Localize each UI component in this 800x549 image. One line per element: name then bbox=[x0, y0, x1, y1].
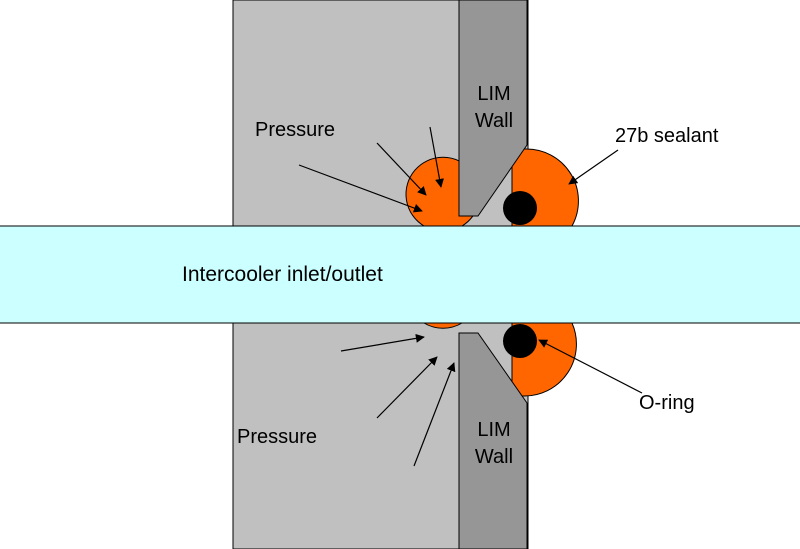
pressure-label-top: Pressure bbox=[255, 119, 335, 141]
lim-wall-bottom-label-line1: LIM bbox=[477, 419, 510, 441]
lim-wall-top-label-line2: Wall bbox=[475, 110, 513, 132]
pipe-label: Intercooler inlet/outlet bbox=[182, 263, 383, 286]
sealant-arrow bbox=[568, 149, 619, 185]
pressure-arrows-top bbox=[298, 126, 444, 213]
lim-wall-top-label-line1: LIM bbox=[477, 83, 510, 105]
oring-top bbox=[503, 191, 537, 225]
oring-bottom bbox=[503, 324, 537, 358]
pressure-label-bottom: Pressure bbox=[237, 426, 317, 448]
pressure-arrows-bottom bbox=[340, 333, 456, 467]
lim-wall-bottom-label-line2: Wall bbox=[475, 446, 513, 468]
oring-label: O-ring bbox=[639, 392, 695, 414]
intercooler-pipe bbox=[0, 225, 800, 324]
oring-arrow bbox=[538, 339, 643, 394]
lim-wall-bottom bbox=[458, 332, 528, 549]
lim-wall-top bbox=[458, 0, 528, 217]
sealant-label: 27b sealant bbox=[615, 125, 719, 147]
